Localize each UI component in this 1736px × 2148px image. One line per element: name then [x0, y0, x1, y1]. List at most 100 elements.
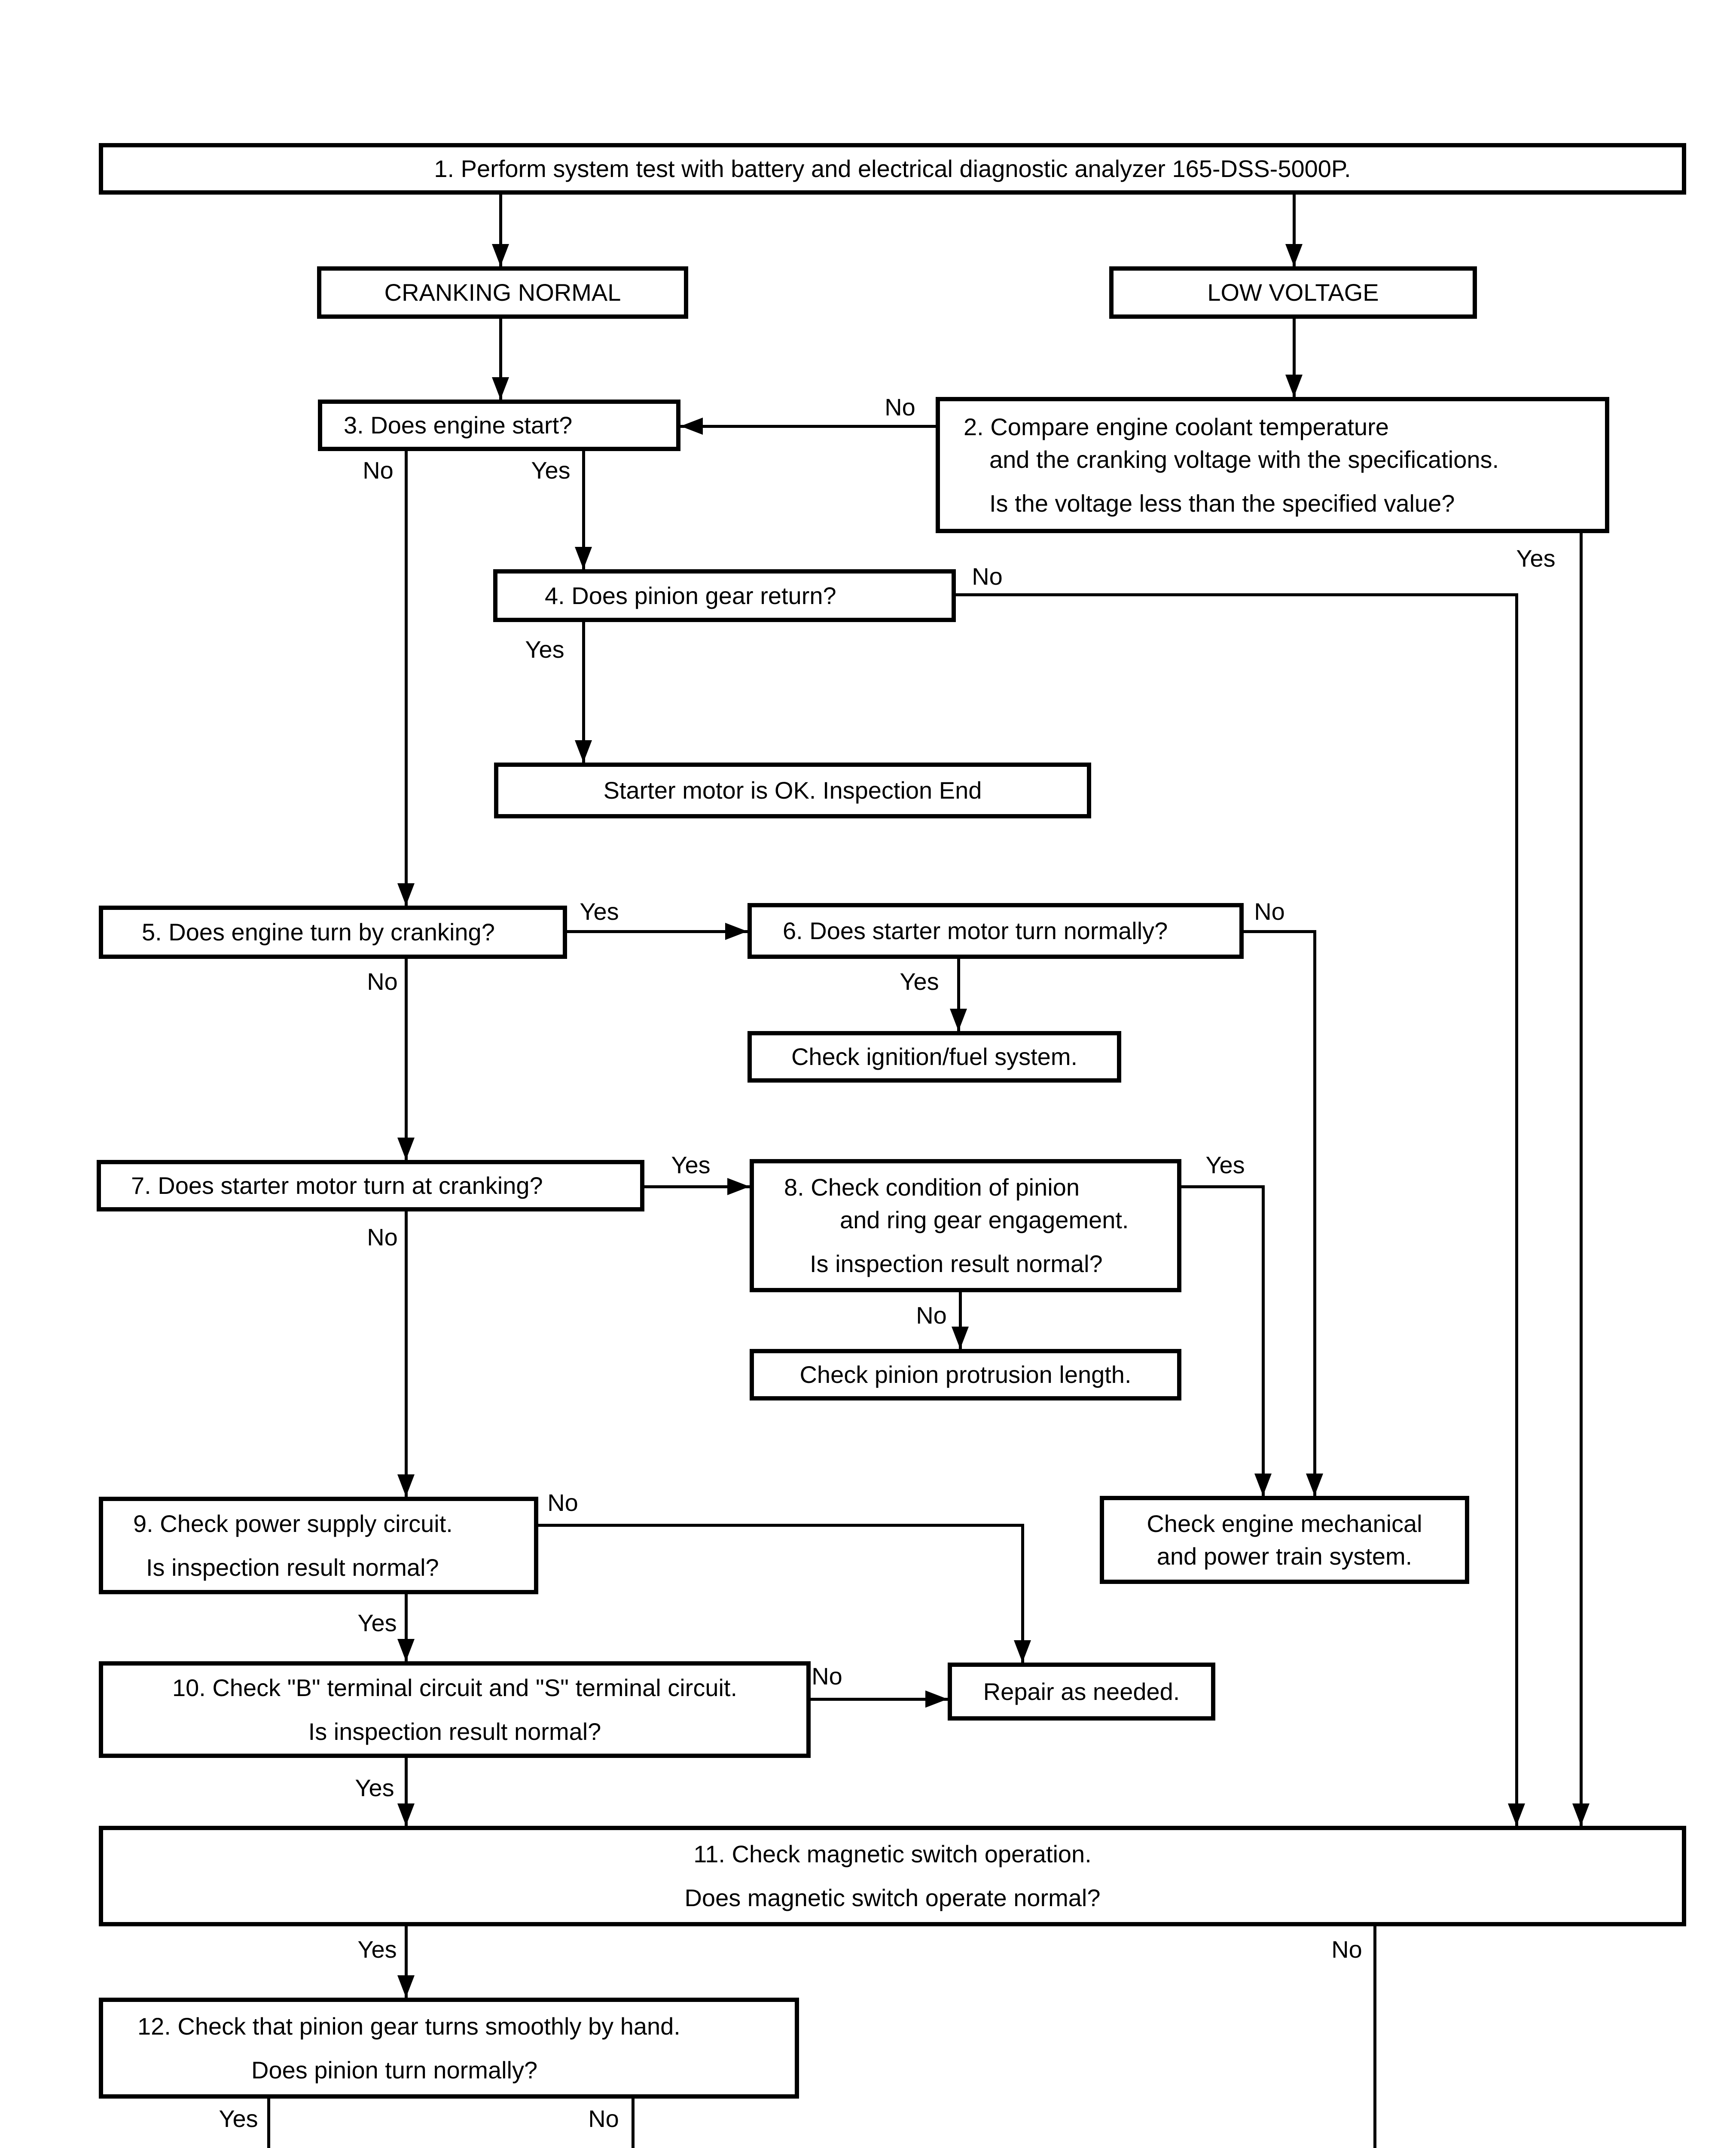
label-step6-yes: Yes	[900, 968, 939, 995]
box-step10: 10. Check "B" terminal circuit and "S" t…	[99, 1661, 811, 1758]
box-step2-line2: and the cranking voltage with the specif…	[989, 445, 1499, 473]
box-step2-line3: Is the voltage less than the specified v…	[989, 489, 1455, 517]
box-step5-text: 5. Does engine turn by cranking?	[142, 918, 495, 946]
arrowhead-into-step4	[575, 547, 592, 569]
label-step11-yes: Yes	[357, 1936, 397, 1963]
connector-step10-yes-to-step11	[405, 1758, 408, 1826]
connector-step6-no-to-check-engine-vertical	[1313, 930, 1316, 1496]
box-step4-text: 4. Does pinion gear return?	[545, 582, 836, 609]
arrowhead-into-step12	[397, 1975, 415, 1998]
box-cranking-normal-text: CRANKING NORMAL	[384, 279, 621, 306]
label-step10-no: No	[812, 1663, 842, 1690]
connector-step2-no-to-step3	[680, 425, 936, 428]
box-step2-line1: 2. Compare engine coolant temperature	[964, 413, 1389, 440]
connector-step9-yes-to-step10	[405, 1594, 408, 1661]
box-step11: 11. Check magnetic switch operation. Doe…	[99, 1826, 1686, 1926]
connector-step4-yes-to-starter-ok	[582, 622, 585, 763]
label-step6-no: No	[1254, 898, 1285, 925]
connector-step6-yes-to-check-ignition	[957, 959, 960, 1031]
box-step12: 12. Check that pinion gear turns smoothl…	[99, 1998, 799, 2099]
connector-step4-no-to-step11-vertical	[1515, 593, 1518, 1826]
box-step11-line2: Does magnetic switch operate normal?	[684, 1884, 1101, 1911]
label-step9-yes: Yes	[357, 1609, 397, 1636]
arrowhead-into-step2-top	[1285, 375, 1303, 397]
box-step10-line2: Is inspection result normal?	[308, 1718, 601, 1745]
box-step7-text: 7. Does starter motor turn at cranking?	[131, 1172, 543, 1199]
arrowhead-step5-yes-into-step6	[725, 923, 747, 940]
box-check-protrusion: Check pinion protrusion length.	[750, 1349, 1181, 1400]
connector-step1-to-lowvoltage	[1293, 195, 1296, 266]
box-step1: 1. Perform system test with battery and …	[99, 143, 1686, 195]
label-step3-yes: Yes	[531, 457, 571, 484]
connector-step11-no-to-replace	[1373, 1926, 1376, 2148]
box-step9: 9. Check power supply circuit. Is inspec…	[99, 1497, 538, 1594]
arrowhead-step10-no-into-repair	[925, 1690, 948, 1708]
box-repair-text: Repair as needed.	[983, 1678, 1180, 1705]
box-step8-line3: Is inspection result normal?	[810, 1250, 1103, 1277]
arrowhead-step7-yes-into-step8	[727, 1178, 750, 1195]
connector-step4-no-horizontal	[956, 593, 1518, 596]
connector-step7-yes-to-step8	[644, 1185, 750, 1188]
connector-lowvoltage-to-step2	[1293, 319, 1296, 397]
label-step4-no: No	[972, 563, 1003, 590]
arrowhead-into-step5	[397, 883, 415, 906]
box-step8-spacer	[754, 1236, 1177, 1248]
box-step4: 4. Does pinion gear return?	[493, 569, 956, 622]
box-starter-ok-text: Starter motor is OK. Inspection End	[603, 777, 982, 804]
arrowhead-step4-no-into-step11	[1508, 1803, 1525, 1826]
box-step12-line1: 12. Check that pinion gear turns smoothl…	[137, 2012, 680, 2040]
connector-step12-no-to-check-clutch	[632, 2099, 635, 2148]
label-step2-no: No	[885, 394, 915, 421]
arrowhead-into-check-protrusion	[952, 1327, 969, 1349]
box-step8-line1: 8. Check condition of pinion	[784, 1174, 1080, 1201]
box-check-engine-line1: Check engine mechanical	[1147, 1510, 1422, 1537]
arrowhead-step6-no-into-check-engine	[1306, 1474, 1323, 1496]
label-step4-yes: Yes	[525, 636, 564, 663]
arrowhead-into-step10	[397, 1639, 415, 1661]
box-check-ignition-text: Check ignition/fuel system.	[791, 1043, 1078, 1070]
connector-step8-no-to-check-protrusion	[959, 1292, 962, 1349]
connector-step5-no-to-step7	[405, 959, 408, 1160]
arrowhead-step9-no-into-repair	[1014, 1640, 1031, 1663]
connector-step6-no-horizontal	[1244, 930, 1316, 933]
box-step3-text: 3. Does engine start?	[344, 412, 573, 439]
connector-step5-yes-to-step6	[567, 930, 747, 933]
box-check-engine: Check engine mechanical and power train …	[1100, 1496, 1469, 1584]
arrowhead-into-check-ignition	[950, 1009, 967, 1031]
box-step10-spacer	[103, 1704, 806, 1715]
box-step9-spacer	[103, 1540, 534, 1551]
label-step10-yes: Yes	[355, 1774, 394, 1801]
arrowhead-step10-yes-into-step11	[397, 1803, 415, 1826]
connector-step2-yes-to-step11	[1580, 533, 1583, 1826]
box-step8-line2: and ring gear engagement.	[840, 1206, 1129, 1233]
arrowhead-into-lowvoltage	[1285, 244, 1303, 266]
label-step7-no: No	[367, 1224, 398, 1251]
connector-step9-no-horizontal	[538, 1524, 1024, 1527]
connector-step9-no-to-repair-vertical	[1021, 1524, 1024, 1663]
box-step9-line2: Is inspection result normal?	[146, 1553, 439, 1581]
box-cranking-normal: CRANKING NORMAL	[317, 266, 688, 319]
connector-step3-yes-to-step4	[582, 451, 585, 569]
box-step2-spacer	[940, 476, 1605, 487]
box-check-ignition: Check ignition/fuel system.	[747, 1031, 1121, 1083]
label-step8-no: No	[916, 1302, 947, 1329]
box-step6: 6. Does starter motor turn normally?	[747, 903, 1244, 959]
label-step12-no: No	[588, 2105, 619, 2132]
label-step12-yes: Yes	[219, 2105, 258, 2132]
box-step10-line1: 10. Check "B" terminal circuit and "S" t…	[172, 1674, 738, 1701]
label-step3-no: No	[363, 457, 394, 484]
label-step7-yes: Yes	[671, 1151, 711, 1178]
box-step6-text: 6. Does starter motor turn normally?	[783, 917, 1168, 944]
connector-cranking-to-step3	[499, 319, 502, 400]
box-step8: 8. Check condition of pinion and ring ge…	[750, 1159, 1181, 1292]
arrowhead-step2-yes-into-step11	[1572, 1803, 1590, 1826]
arrowhead-into-step3-top	[492, 377, 509, 400]
arrowhead-into-step9	[397, 1474, 415, 1497]
box-step9-line1: 9. Check power supply circuit.	[133, 1510, 453, 1537]
box-step7: 7. Does starter motor turn at cranking?	[97, 1160, 644, 1211]
label-step11-no: No	[1331, 1936, 1362, 1963]
box-check-protrusion-text: Check pinion protrusion length.	[799, 1361, 1132, 1388]
box-repair: Repair as needed.	[948, 1663, 1215, 1721]
connector-step11-yes-to-step12	[405, 1926, 408, 1998]
